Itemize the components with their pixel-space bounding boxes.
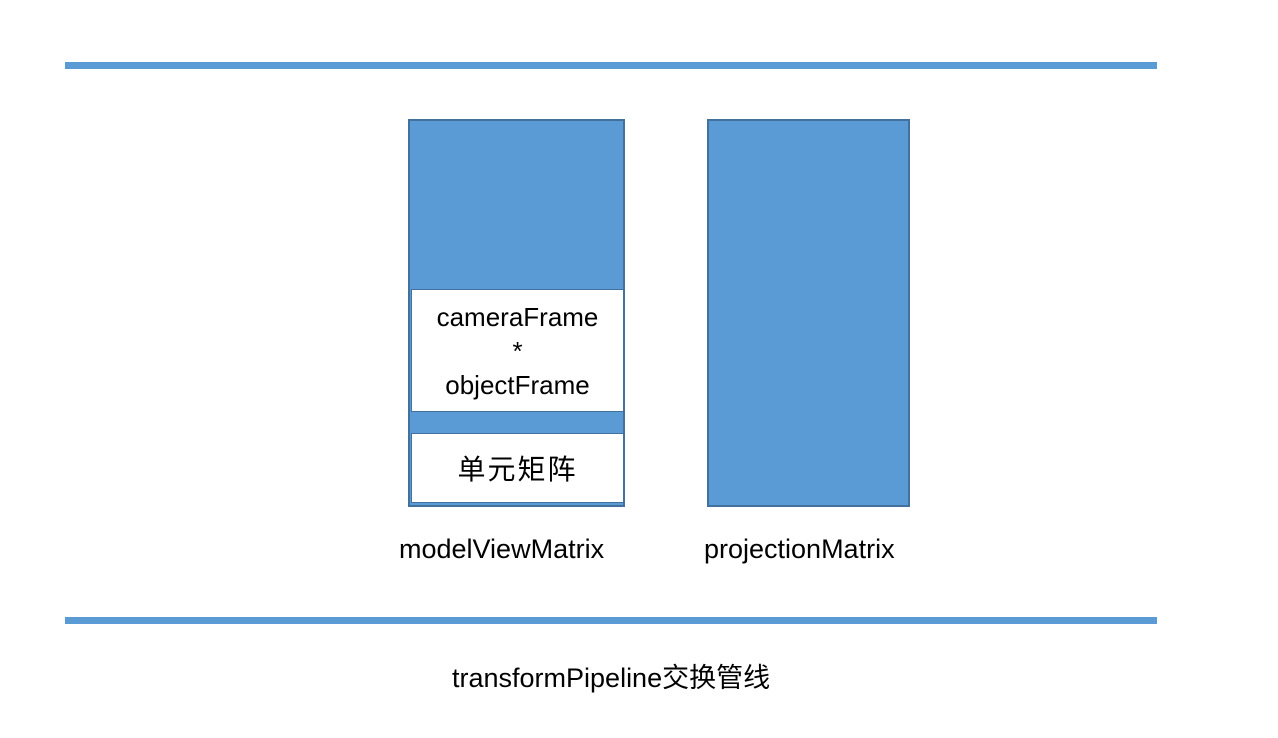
identity-matrix-box: 单元矩阵 bbox=[411, 433, 624, 503]
identity-matrix-text: 单元矩阵 bbox=[457, 453, 578, 486]
pipeline-caption: transformPipeline交换管线 bbox=[452, 663, 771, 693]
model-view-matrix-label: modelViewMatrix bbox=[399, 534, 605, 564]
object-frame-text: objectFrame bbox=[445, 369, 590, 400]
top-divider-rule bbox=[65, 62, 1157, 69]
bottom-divider-rule bbox=[65, 617, 1157, 624]
camera-object-frame-box: cameraFrame * objectFrame bbox=[411, 289, 624, 412]
multiply-operator: * bbox=[512, 335, 523, 366]
camera-frame-text: cameraFrame bbox=[436, 301, 599, 332]
projection-matrix-label: projectionMatrix bbox=[704, 534, 895, 564]
projection-matrix-rect bbox=[707, 119, 910, 507]
